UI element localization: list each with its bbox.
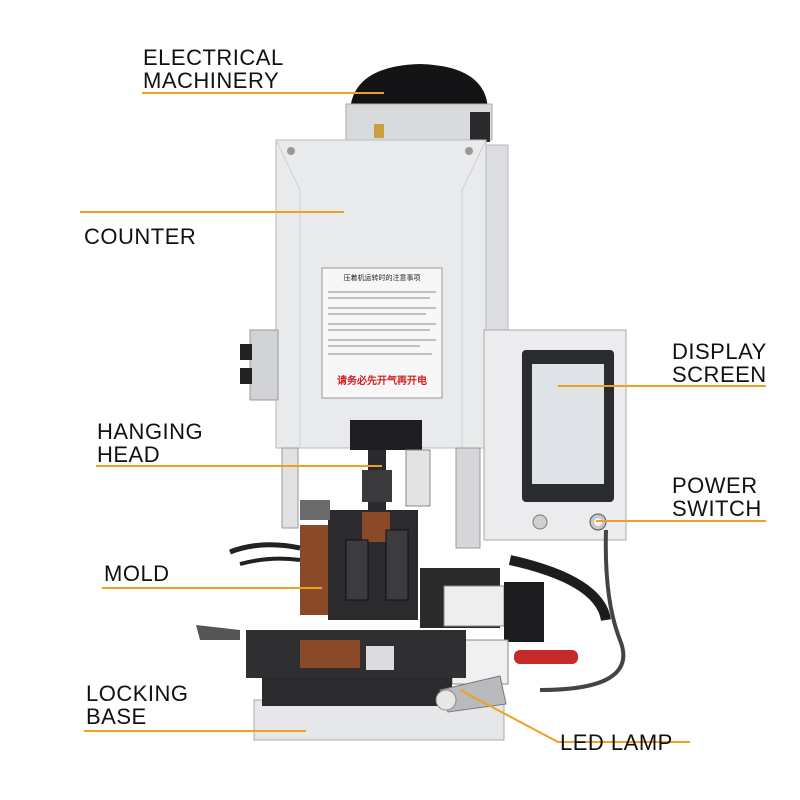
label-power-switch: POWER SWITCH: [672, 474, 762, 520]
label-line: ELECTRICAL: [143, 45, 284, 70]
label-line: MOLD: [104, 561, 170, 586]
plate-title: 压着机运转时的注意事项: [344, 273, 421, 282]
label-line: MACHINERY: [143, 68, 280, 93]
motor-collar: [345, 103, 493, 141]
leader-lines: [80, 92, 766, 743]
label-line: BASE: [86, 704, 147, 729]
label-line: HANGING: [97, 419, 204, 444]
label-line: LED LAMP: [560, 730, 673, 755]
label-locking-base: LOCKING BASE: [86, 682, 189, 728]
plate-warning: 请务必先开气再开电: [337, 374, 427, 387]
label-line: SCREEN: [672, 362, 767, 387]
label-line: DISPLAY: [672, 339, 767, 364]
label-line: COUNTER: [84, 224, 197, 249]
label-display-screen: DISPLAY SCREEN: [672, 340, 767, 386]
label-electrical-machinery: ELECTRICAL MACHINERY: [143, 46, 284, 92]
head-bracket: [350, 420, 422, 450]
label-hanging-head: HANGING HEAD: [97, 420, 203, 466]
label-mold: MOLD: [104, 562, 170, 585]
label-line: HEAD: [97, 442, 161, 467]
label-counter: COUNTER: [84, 225, 196, 248]
label-line: SWITCH: [672, 496, 762, 521]
label-line: LOCKING: [86, 681, 189, 706]
label-line: POWER: [672, 473, 758, 498]
warning-plate: [321, 267, 443, 399]
motor-cap: [350, 64, 488, 112]
label-led-lamp: LED LAMP: [560, 731, 673, 754]
